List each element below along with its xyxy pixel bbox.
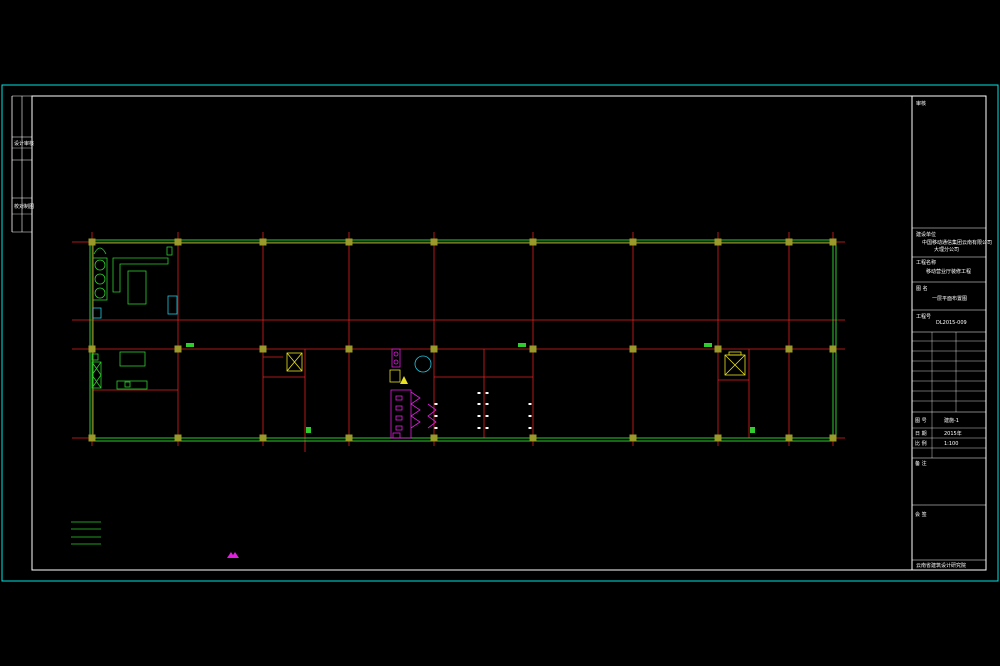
column	[345, 238, 353, 246]
tb-value-3: 移动营业厅装修工程	[926, 268, 971, 275]
tb-value-5: DL2015-009	[936, 320, 967, 326]
column	[529, 345, 537, 353]
tb-label-7: 日 期	[915, 431, 927, 437]
column	[714, 238, 722, 246]
tb-value-4: 一层平面布置图	[932, 295, 967, 302]
sidebar-label-1: 设计	[14, 140, 24, 147]
column	[785, 434, 793, 442]
column	[829, 238, 837, 246]
green-tags	[186, 343, 755, 433]
tb-label-4: 图 名	[916, 285, 928, 292]
yellow-mark	[400, 376, 408, 384]
dot-marker	[477, 415, 481, 417]
round-table	[414, 355, 432, 373]
dot-marker	[434, 403, 438, 405]
column	[829, 345, 837, 353]
dot-marker	[528, 415, 532, 417]
column	[88, 434, 96, 442]
column	[174, 238, 182, 246]
dot-marker	[434, 427, 438, 429]
dot-marker	[485, 427, 489, 429]
column	[174, 345, 182, 353]
tb-label-0: 审核	[916, 100, 926, 107]
sidebar-label-2: 审核	[24, 140, 34, 147]
tb-label-1: 建设单位	[916, 231, 936, 238]
tb-value-6: 建施-1	[944, 417, 959, 424]
yellow-fixture	[389, 369, 401, 383]
tb-label-5: 工程号	[916, 313, 931, 320]
tb-value-2: 大理分公司	[934, 246, 959, 253]
north-marker	[227, 552, 239, 558]
tb-value-7: 2015年	[944, 430, 962, 437]
column	[785, 238, 793, 246]
sanitary-block	[390, 348, 437, 439]
column	[345, 345, 353, 353]
tb-value-1: 中国移动通信集团云南有限公司	[922, 239, 992, 246]
equipment-room	[91, 246, 178, 390]
column	[629, 434, 637, 442]
tb-label-10: 会 签	[915, 511, 927, 518]
dot-marker	[485, 392, 489, 394]
column	[88, 345, 96, 353]
column	[629, 345, 637, 353]
sidebar-label-4: 制图	[24, 203, 34, 210]
tb-value-8: 1:100	[944, 441, 958, 447]
dot-marker	[485, 403, 489, 405]
column	[430, 238, 438, 246]
tb-label-6: 图 号	[915, 418, 927, 424]
left-sidebar: 设计 审核 校对 制图	[11, 95, 34, 233]
dot-marker	[477, 427, 481, 429]
column	[88, 238, 96, 246]
tb-label-3: 工程名称	[916, 259, 936, 266]
dot-marker	[485, 415, 489, 417]
columns	[88, 238, 837, 442]
column	[829, 434, 837, 442]
column	[259, 345, 267, 353]
column	[529, 238, 537, 246]
dot-marker	[477, 403, 481, 405]
column	[174, 434, 182, 442]
outer-walls	[89, 239, 837, 442]
dot-markers	[434, 392, 532, 429]
tb-footer: 云南省建筑设计研究院	[916, 562, 966, 569]
dot-marker	[528, 427, 532, 429]
column	[259, 238, 267, 246]
tb-label-9: 备 注	[915, 460, 927, 467]
elevator-shafts	[286, 351, 746, 376]
column	[785, 345, 793, 353]
column	[714, 345, 722, 353]
column	[714, 434, 722, 442]
grid-axes	[72, 232, 845, 452]
column	[345, 434, 353, 442]
tb-label-8: 比 例	[915, 440, 927, 447]
column	[529, 434, 537, 442]
title-block: 审核 建设单位 中国移动通信集团云南有限公司 大理分公司 工程名称 移动营业厅装…	[911, 96, 992, 570]
column	[430, 434, 438, 442]
column	[259, 434, 267, 442]
column	[430, 345, 438, 353]
column	[629, 238, 637, 246]
dot-marker	[528, 403, 532, 405]
dot-marker	[434, 415, 438, 417]
sidebar-label-3: 校对	[14, 203, 24, 210]
sheet-border	[1, 84, 999, 582]
drawing-frame	[31, 95, 987, 571]
legend-lines	[71, 521, 101, 545]
dot-marker	[477, 392, 481, 394]
